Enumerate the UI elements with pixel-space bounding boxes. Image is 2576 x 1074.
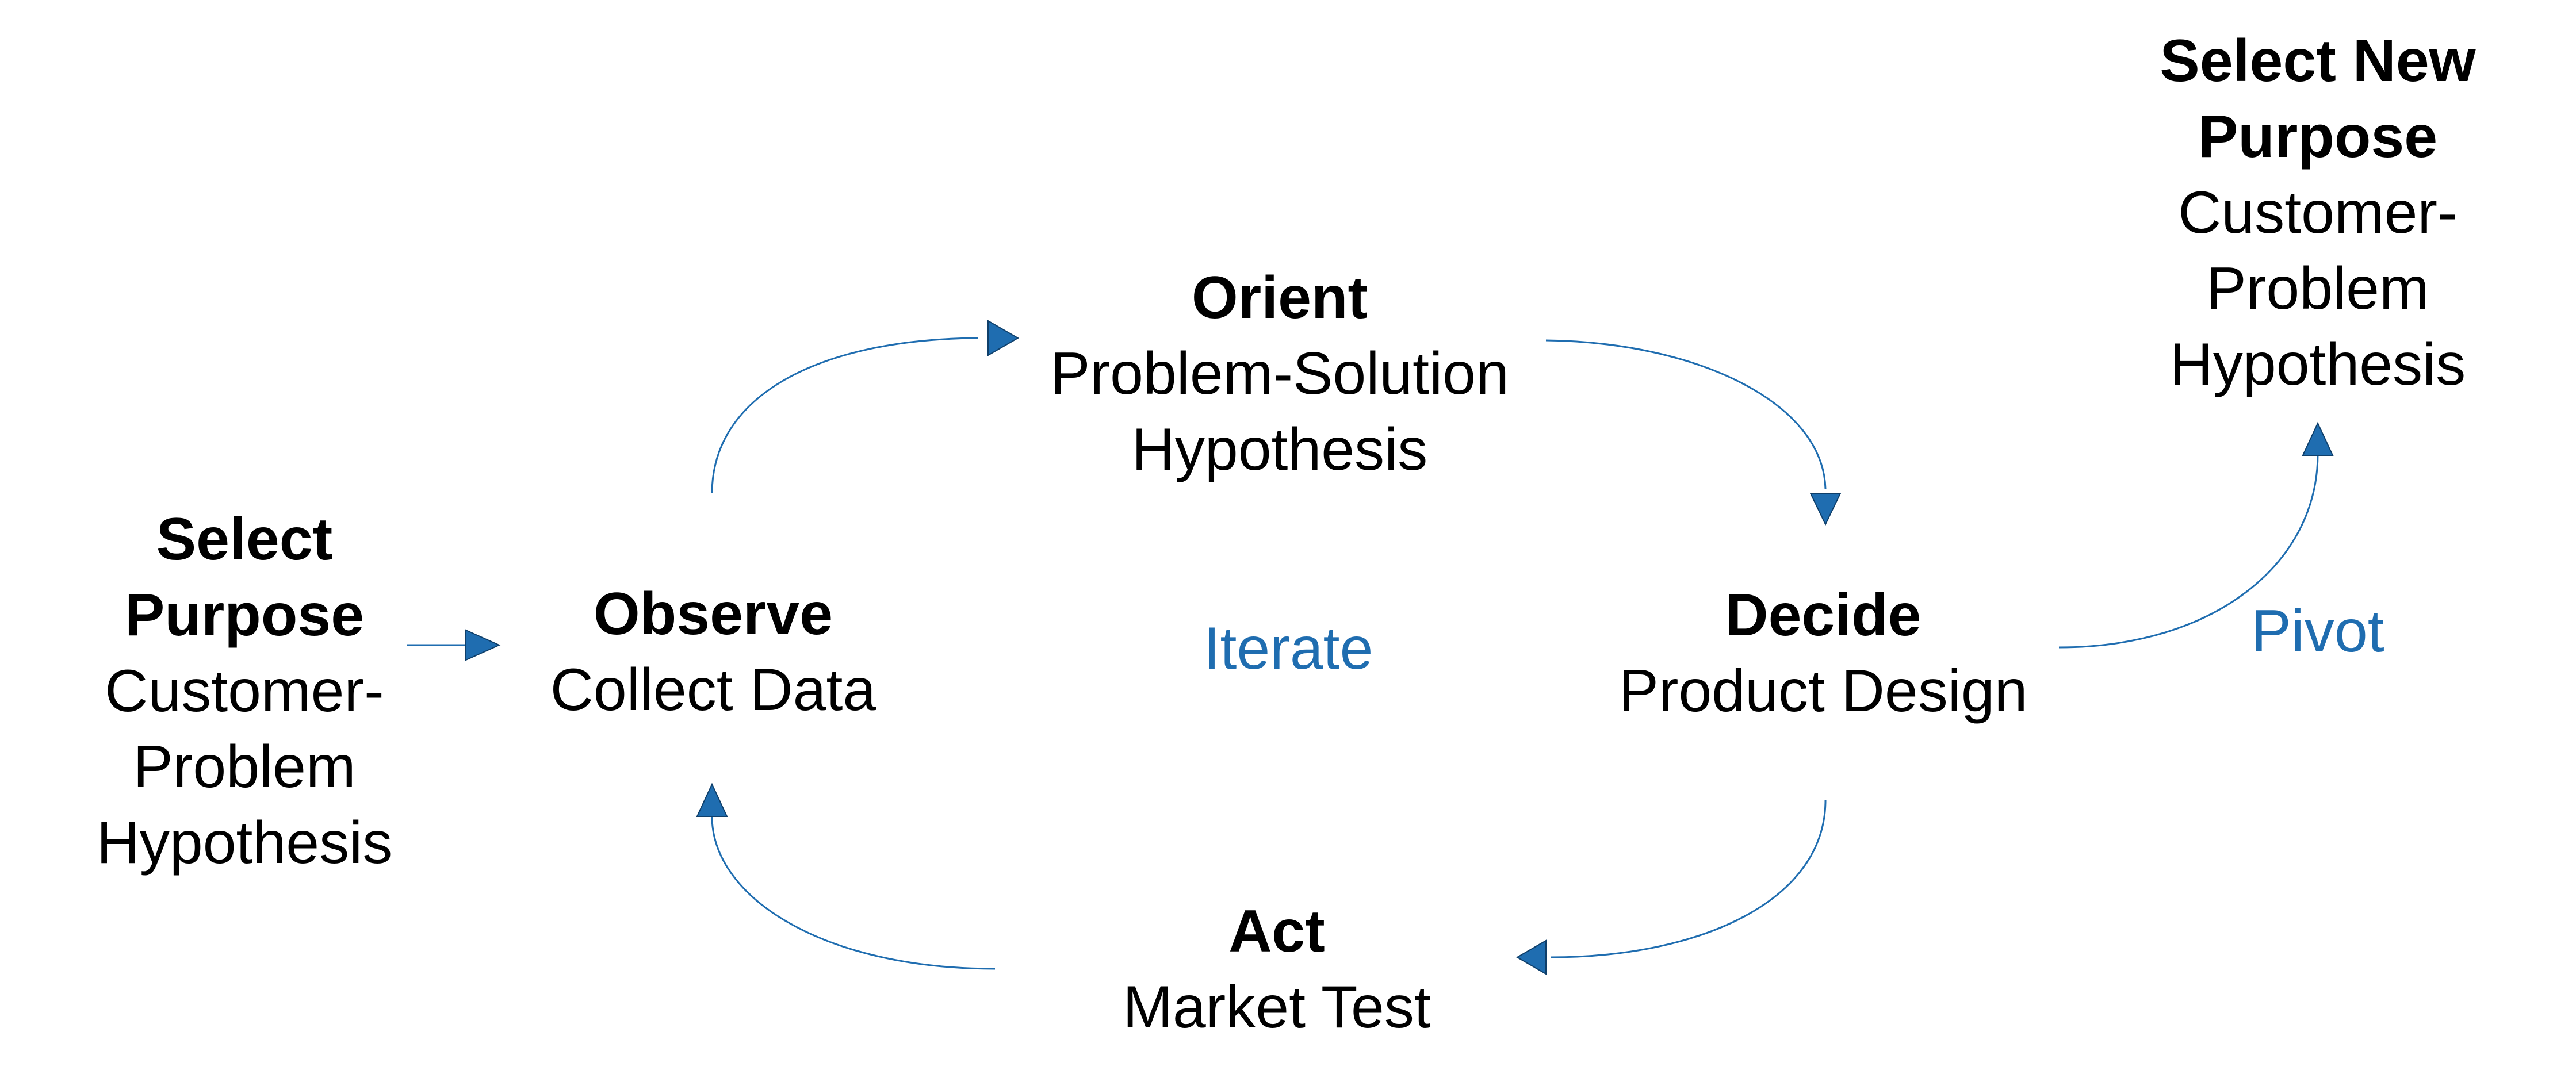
node-select-purpose-title-line-1: Select [156, 506, 333, 573]
node-select-purpose-sub-line-1: Customer- [105, 658, 384, 724]
node-select-new-purpose-sub-line-1: Customer- [2178, 179, 2458, 246]
node-orient-sub-line-2: Hypothesis [1131, 416, 1428, 483]
node-observe-title: Observe [593, 581, 833, 647]
arrowhead-decide-to-select-new-purpose [2302, 421, 2334, 456]
node-select-new-purpose-title-line-2: Purpose [2198, 103, 2438, 170]
arrow-orient-to-decide [1545, 339, 1827, 489]
node-orient-sub-line-1: Problem-Solution [1050, 340, 1509, 407]
arrowhead-select-purpose-to-observe [465, 629, 501, 661]
node-observe-sub: Collect Data [550, 657, 876, 723]
arrowhead-orient-to-decide [1809, 493, 1842, 526]
label-pivot: Pivot [2251, 598, 2384, 665]
node-select-purpose-sub-line-2: Problem [133, 734, 356, 800]
arrow-act-to-observe [711, 816, 996, 970]
node-select-purpose-title-line-2: Purpose [124, 582, 365, 649]
node-decide: Decide Product Design [1570, 577, 2076, 729]
arrowhead-act-to-observe [696, 783, 728, 817]
node-observe: Observe Collect Data [506, 576, 920, 728]
node-select-purpose-sub-line-3: Hypothesis [96, 810, 393, 876]
arrow-observe-to-orient [711, 337, 978, 494]
node-orient-title: Orient [1191, 264, 1368, 331]
node-select-new-purpose-sub-line-2: Problem [2206, 255, 2429, 322]
arrow-decide-to-act [1550, 800, 1827, 958]
node-act: Act Market Test [1058, 893, 1495, 1045]
node-orient: Orient Problem-Solution Hypothesis [1001, 260, 1559, 488]
arrowhead-decide-to-act [1516, 939, 1547, 975]
node-select-new-purpose-sub-line-3: Hypothesis [2169, 331, 2466, 398]
node-decide-title: Decide [1725, 582, 1922, 649]
node-select-new-purpose-title-line-1: Select New [2160, 28, 2476, 94]
node-select-purpose: Select Purpose Customer- Problem Hypothe… [63, 501, 426, 881]
node-select-new-purpose: Select New Purpose Customer- Problem Hyp… [2093, 23, 2542, 402]
node-act-sub: Market Test [1123, 974, 1431, 1041]
arrowhead-observe-to-orient [987, 320, 1020, 356]
node-decide-sub: Product Design [1618, 658, 2028, 724]
label-iterate: Iterate [1203, 615, 1373, 682]
node-act-title: Act [1228, 898, 1325, 965]
arrow-decide-to-select-new-purpose [2058, 454, 2319, 649]
